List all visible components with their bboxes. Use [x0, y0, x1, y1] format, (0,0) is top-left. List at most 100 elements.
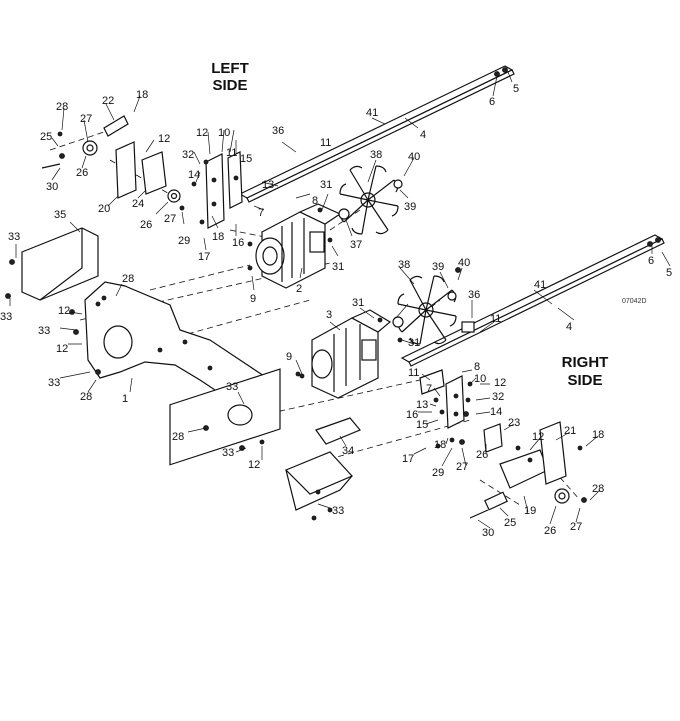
callout-25b: 25 — [504, 517, 516, 529]
bottom-shield — [284, 417, 361, 521]
right-pump-plate — [419, 369, 473, 449]
callout-16b: 16 — [406, 409, 418, 421]
right-hydro-pump — [299, 309, 403, 399]
callout-25: 25 — [40, 131, 52, 143]
callout-27d: 27 — [570, 521, 582, 533]
callout-27: 27 — [80, 113, 92, 125]
callout-23: 23 — [508, 417, 520, 429]
callout-28f: 28 — [592, 483, 604, 495]
callout-12g: 12 — [532, 431, 544, 443]
callout-2: 2 — [296, 283, 302, 295]
callout-12b: 12 — [196, 127, 208, 139]
callout-39: 39 — [404, 201, 416, 213]
callout-26b: 26 — [140, 219, 152, 231]
callout-33c: 33 — [38, 325, 50, 337]
callout-24: 24 — [132, 198, 144, 210]
left-pump-plate — [179, 151, 243, 229]
callout-27c: 27 — [456, 461, 468, 473]
right-fan — [392, 267, 475, 345]
callouts-right: 38 39 40 41 6 5 4 36 11 31 8 11 10 7 12 … — [398, 255, 672, 539]
callout-5: 5 — [513, 83, 519, 95]
callout-17b: 17 — [402, 453, 414, 465]
callout-9b: 9 — [286, 351, 292, 363]
callout-39b: 39 — [432, 261, 444, 273]
right-bracket-cluster — [469, 421, 587, 519]
callout-38: 38 — [370, 149, 382, 161]
callout-18b: 18 — [212, 231, 224, 243]
callout-31c: 31 — [352, 297, 364, 309]
callout-18c: 18 — [434, 439, 446, 451]
callout-18: 18 — [136, 89, 148, 101]
callout-10b: 10 — [474, 373, 486, 385]
callout-27b: 27 — [164, 213, 176, 225]
callout-10: 10 — [218, 127, 230, 139]
left-bracket-cluster — [41, 115, 181, 203]
left-fan — [338, 165, 403, 235]
callout-5b: 5 — [666, 267, 672, 279]
left-side-subtitle: SIDE — [212, 77, 247, 94]
callout-6b: 6 — [648, 255, 654, 267]
callout-11: 11 — [226, 147, 237, 159]
callout-35: 35 — [54, 209, 66, 221]
callout-12e: 12 — [248, 459, 260, 471]
callout-8b: 8 — [474, 361, 480, 373]
callout-41b: 41 — [534, 279, 546, 291]
callout-17: 17 — [198, 251, 210, 263]
callout-13: 13 — [262, 179, 274, 191]
callout-33d: 33 — [48, 377, 60, 389]
callout-11d: 11 — [408, 367, 419, 379]
callout-16: 16 — [232, 237, 244, 249]
left-side-title: LEFT — [211, 60, 249, 77]
right-side-subtitle: SIDE — [567, 372, 602, 389]
callout-12c: 12 — [58, 305, 70, 317]
center-hardware — [69, 241, 301, 451]
callout-30b: 30 — [482, 527, 494, 539]
callout-26c: 26 — [476, 449, 488, 461]
callout-4: 4 — [420, 129, 426, 141]
left-hydro-pump — [247, 203, 342, 289]
callouts-center: 28 12 33 12 33 28 1 3 31 9 33 28 33 12 3… — [38, 273, 364, 517]
right-side-title: RIGHT — [562, 354, 609, 371]
callout-40: 40 — [408, 151, 420, 163]
callout-38b: 38 — [398, 259, 410, 271]
callout-36: 36 — [272, 125, 284, 137]
callout-11c: 11 — [490, 313, 501, 325]
callout-8: 8 — [312, 195, 318, 207]
callout-31: 31 — [320, 179, 332, 191]
left-rod — [238, 65, 515, 203]
main-frame — [84, 281, 281, 466]
callout-7b: 7 — [426, 383, 432, 395]
drawing-code: 07042D — [622, 298, 647, 305]
callout-1: 1 — [122, 393, 128, 405]
callout-18d: 18 — [592, 429, 604, 441]
callout-3: 3 — [326, 309, 332, 321]
callout-32: 32 — [182, 149, 194, 161]
callout-40b: 40 — [458, 257, 470, 269]
callout-36b: 36 — [468, 289, 480, 301]
callout-41: 41 — [366, 107, 378, 119]
callout-13b: 13 — [416, 399, 428, 411]
callout-34: 34 — [342, 445, 354, 457]
callout-29b: 29 — [432, 467, 444, 479]
callout-19: 19 — [524, 505, 536, 517]
callout-30: 30 — [46, 181, 58, 193]
callout-33a: 33 — [8, 231, 20, 243]
callout-33b: 33 — [0, 311, 12, 323]
callout-26d: 26 — [544, 525, 556, 537]
callout-31b: 31 — [332, 261, 344, 273]
callout-12d: 12 — [56, 343, 68, 355]
callout-29: 29 — [178, 235, 190, 247]
callout-15b: 15 — [416, 419, 428, 431]
callout-15: 15 — [240, 153, 252, 165]
callout-33g: 33 — [332, 505, 344, 517]
callout-9: 9 — [250, 293, 256, 305]
callout-28: 28 — [56, 101, 68, 113]
callout-26: 26 — [76, 167, 88, 179]
callout-21: 21 — [564, 425, 576, 437]
callout-11b: 11 — [320, 137, 331, 149]
callouts-left: 41 4 6 5 28 22 18 27 25 26 30 12 20 24 2… — [0, 83, 519, 323]
callout-33f: 33 — [222, 447, 234, 459]
left-shield — [5, 227, 99, 301]
callout-14: 14 — [188, 169, 200, 181]
